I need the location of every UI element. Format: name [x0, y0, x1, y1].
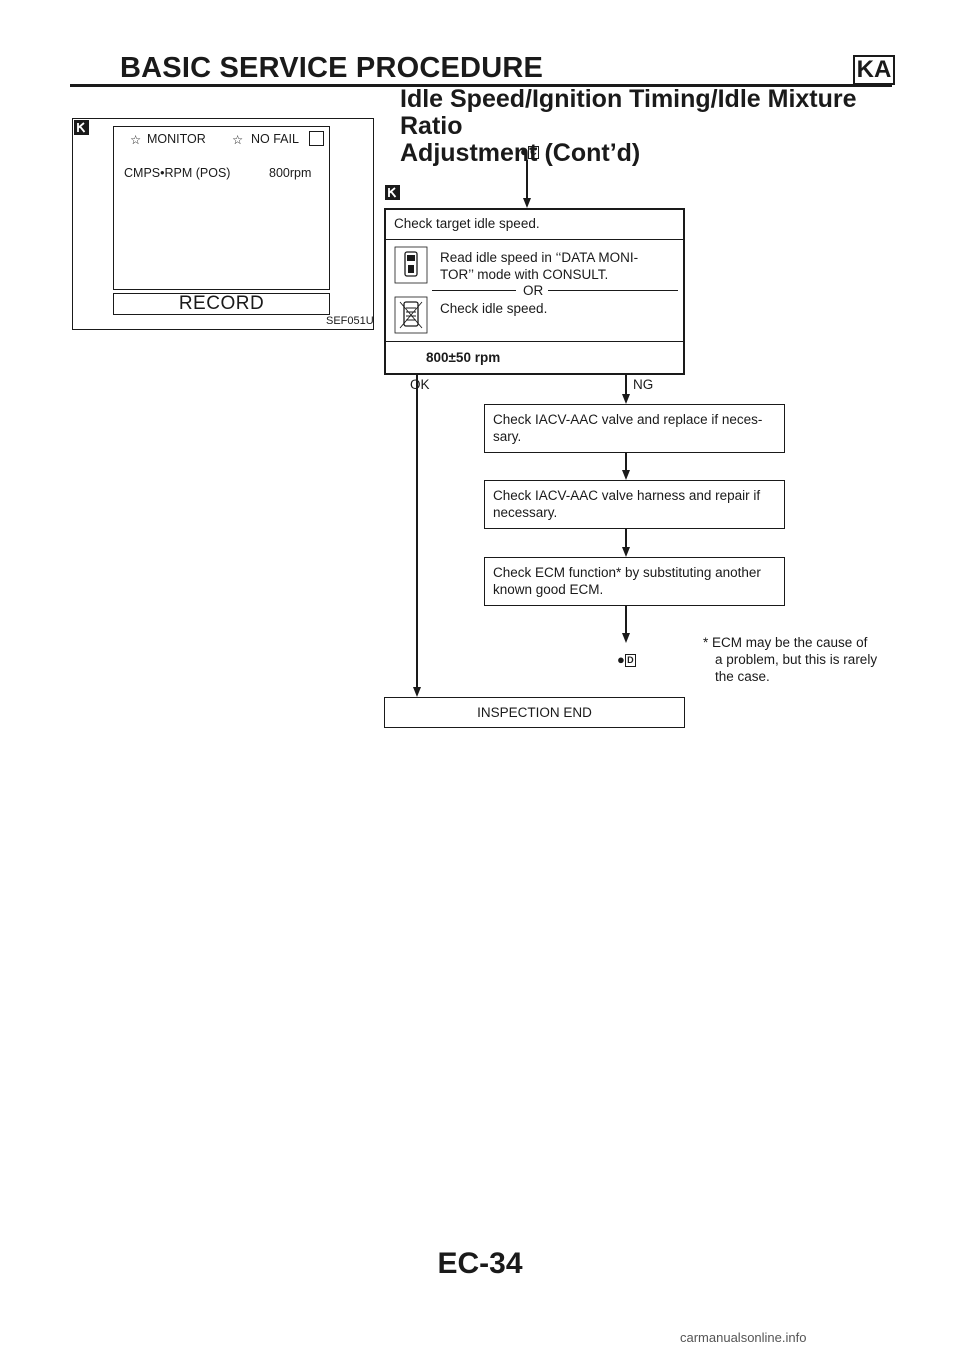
step1-line-2: sary. — [493, 429, 522, 444]
connector-d-letter: D — [624, 654, 636, 668]
step1-line-1: Check IACV-AAC valve and replace if nece… — [493, 412, 763, 427]
inspection-end-box: INSPECTION END — [384, 697, 685, 728]
check-idle-speed-box — [384, 208, 685, 375]
ecm-note-line-2: a problem, but this is rarely — [715, 652, 878, 667]
or-rule-left — [432, 290, 516, 291]
connector-c: ●C — [520, 144, 539, 160]
idle-speed-spec: 800±50 rpm — [426, 350, 501, 365]
connector-c-letter: C — [527, 146, 539, 160]
subtitle-line-2: Adjustment (Cont’d) — [400, 139, 641, 167]
header-rule — [70, 84, 892, 87]
monitor-label: MONITOR — [147, 132, 206, 146]
arrow-down-icon — [622, 394, 630, 404]
arrow-down-icon — [523, 198, 531, 208]
step2-line-1: Check IACV-AAC valve harness and repair … — [493, 488, 761, 503]
step3-line-2: known good ECM. — [493, 582, 604, 597]
ecm-note-line-1: * ECM may be the cause of — [703, 635, 868, 650]
flow-line — [526, 160, 528, 198]
consult-line-2: TOR’’ mode with CONSULT. — [440, 267, 609, 282]
nofail-label: NO FAIL — [251, 132, 299, 146]
connector-circle-icon: ● — [520, 144, 528, 159]
arrow-down-icon — [413, 687, 421, 697]
manual-check-text: Check idle speed. — [440, 301, 548, 316]
arrow-down-icon — [622, 547, 630, 557]
manual-check-icon — [394, 296, 428, 339]
consult-screen — [113, 126, 330, 290]
watermark: carmanualsonline.info — [680, 1330, 807, 1345]
ng-label: NG — [633, 377, 654, 392]
ng-flow-line — [625, 375, 627, 395]
arrow-down-icon — [622, 633, 630, 643]
step-check-ecm — [484, 557, 785, 606]
section-title: BASIC SERVICE PROCEDURE — [120, 52, 544, 84]
main-box-title: Check target idle speed. — [394, 216, 540, 231]
ecm-note-line-3: the case. — [715, 669, 770, 684]
monitor-item-value: 800rpm — [269, 166, 312, 180]
box-divider — [386, 341, 683, 342]
or-rule-right — [548, 290, 678, 291]
engine-badge: KA — [853, 55, 895, 85]
step2-line-2: necessary. — [493, 505, 558, 520]
star-icon: ☆ — [130, 133, 142, 147]
or-label: OR — [523, 283, 544, 298]
connector-circle-icon: ● — [617, 652, 625, 667]
k-mark-icon — [74, 120, 89, 135]
step3-line-1: Check ECM function* by substituting anot… — [493, 565, 761, 580]
monitor-figure — [72, 118, 374, 330]
step-check-iacv-harness — [484, 480, 785, 529]
page-subtitle: Idle Speed/Ignition Timing/Idle Mixture … — [400, 86, 900, 167]
ok-label: OK — [410, 377, 430, 392]
monitor-item-name: CMPS•RPM (POS) — [124, 166, 231, 180]
inspection-end-label: INSPECTION END — [477, 705, 592, 720]
flow-line — [625, 606, 627, 634]
consult-line-1: Read idle speed in ‘‘DATA MONI- — [440, 250, 639, 265]
consult-tool-icon — [394, 246, 428, 289]
arrow-down-icon — [622, 470, 630, 480]
box-divider — [386, 239, 683, 240]
step-check-iacv-valve — [484, 404, 785, 453]
record-button[interactable]: RECORD — [113, 293, 330, 315]
connector-d: ●D — [617, 652, 636, 668]
page-number: EC-34 — [437, 1247, 523, 1280]
flow-line — [625, 453, 627, 471]
nofail-checkbox — [309, 131, 324, 146]
ok-flow-line — [416, 375, 418, 687]
k-mark-icon — [385, 185, 400, 200]
subtitle-line-1: Idle Speed/Ignition Timing/Idle Mixture … — [400, 85, 857, 140]
star-icon: ☆ — [232, 133, 244, 147]
flow-line — [625, 529, 627, 548]
figure-id: SEF051U — [326, 315, 374, 327]
